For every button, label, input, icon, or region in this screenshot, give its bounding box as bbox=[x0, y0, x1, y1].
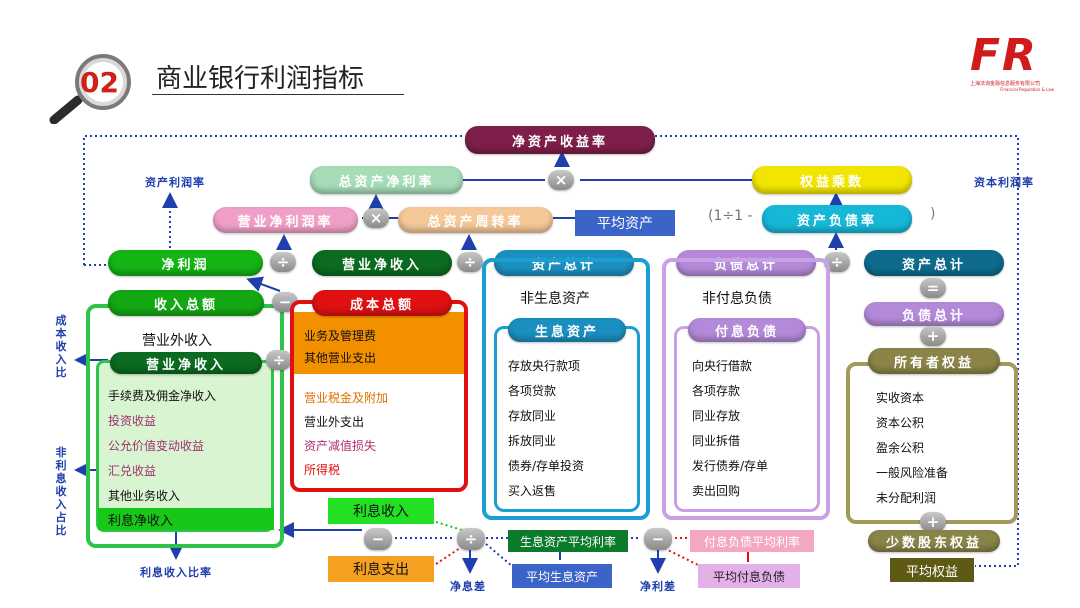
operating-net-income-node: 营业净收入 bbox=[312, 250, 452, 276]
total-income-node: 收入总额 bbox=[108, 290, 264, 316]
company-name-cn: 上海法询金融信息服务有限公司 bbox=[970, 81, 1041, 87]
roe-node: 净资产收益率 bbox=[465, 126, 655, 154]
liability-item: 各项存款 bbox=[692, 384, 741, 398]
income-item: 公允价值变动收益 bbox=[108, 439, 205, 453]
income-item: 汇兑收益 bbox=[108, 464, 157, 478]
cost-items-list: 营业税金及附加 营业外支出 资产减值损失 所得税 bbox=[304, 386, 388, 482]
equity-items-list: 实收资本 资本公积 盈余公积 一般风险准备 未分配利润 bbox=[876, 386, 948, 511]
cost-item: 资产减值损失 bbox=[304, 439, 377, 453]
income-items-list: 手续费及佣金净收入 投资收益 公允价值变动收益 汇兑收益 其他业务收入 bbox=[108, 384, 216, 509]
net-profit-node: 净利润 bbox=[108, 250, 263, 276]
liability-item: 同业存放 bbox=[692, 409, 741, 423]
times-operator: × bbox=[548, 170, 574, 190]
roa-node: 总资产净利率 bbox=[310, 166, 463, 194]
debt-ratio-node: 资产负债率 bbox=[762, 205, 912, 233]
cost-item: 其他营业支出 bbox=[304, 351, 377, 365]
liability-item: 发行债券/存单 bbox=[692, 459, 769, 473]
total-assets-right-node: 资产总计 bbox=[864, 250, 1004, 276]
company-logo: FR 上海法询金融信息服务有限公司 Financial Regulation &… bbox=[970, 32, 1060, 98]
asset-turnover-node: 总资产周转率 bbox=[398, 207, 553, 233]
asset-item: 买入返售 bbox=[508, 484, 557, 498]
non-earning-assets-text: 非生息资产 bbox=[520, 291, 590, 307]
equity-item: 未分配利润 bbox=[876, 491, 937, 505]
equity-item: 盈余公积 bbox=[876, 441, 925, 455]
equity-item: 资本公积 bbox=[876, 416, 925, 430]
non-interest-liabilities-text: 非付息负债 bbox=[702, 291, 772, 307]
cost-item: 营业税金及附加 bbox=[304, 391, 389, 405]
capital-profit-rate-label: 资本利润率 bbox=[974, 176, 1034, 189]
earning-yield-box: 生息资产平均利率 bbox=[508, 530, 628, 552]
avg-equity-box: 平均权益 bbox=[890, 558, 974, 582]
divide-operator: ÷ bbox=[270, 252, 296, 272]
net-interest-spread-label: 净息差 bbox=[450, 580, 486, 593]
cost-income-ratio-label: 成本收入比 bbox=[55, 314, 67, 379]
minus-operator: − bbox=[364, 528, 392, 550]
company-name-en: Financial Regulation & Law bbox=[1000, 87, 1054, 92]
minority-equity-node: 少数股东权益 bbox=[868, 530, 1000, 552]
interest-income-box: 利息收入 bbox=[328, 498, 434, 524]
interest-expense-box: 利息支出 bbox=[328, 556, 434, 582]
liability-cost-box: 付息负债平均利率 bbox=[690, 530, 814, 552]
income-item: 手续费及佣金净收入 bbox=[108, 389, 217, 403]
assets-items-list: 存放央行款项 各项贷款 存放同业 拆放同业 债券/存单投资 买入返售 bbox=[508, 354, 584, 504]
asset-profit-rate-label: 资产利润率 bbox=[145, 176, 205, 189]
title-underline bbox=[152, 94, 404, 95]
divide-operator: ÷ bbox=[266, 350, 292, 370]
total-cost-node: 成本总额 bbox=[312, 290, 452, 316]
plus-operator: + bbox=[920, 326, 946, 346]
close-paren-text: ) bbox=[930, 206, 936, 222]
net-spread-label: 净利差 bbox=[640, 580, 676, 593]
interest-income-ratio-label: 利息收入比率 bbox=[140, 566, 212, 579]
logo-text: FR bbox=[970, 30, 1038, 81]
liability-item: 向央行借款 bbox=[692, 359, 753, 373]
net-interest-income-bar bbox=[98, 508, 274, 530]
page-title: 商业银行利润指标 bbox=[156, 64, 365, 94]
equals-operator: = bbox=[920, 278, 946, 298]
plus-operator: + bbox=[920, 512, 946, 532]
asset-item: 存放同业 bbox=[508, 409, 557, 423]
total-assets-node: 资产总计 bbox=[494, 250, 634, 276]
nonint-income-ratio-label: 非利息收入占比 bbox=[55, 446, 67, 537]
one-div-text: (1÷1 - bbox=[708, 208, 753, 224]
section-number: 02 bbox=[80, 66, 119, 99]
asset-item: 各项贷款 bbox=[508, 384, 557, 398]
earning-assets-node: 生息资产 bbox=[508, 318, 626, 342]
operating-net-income-inner-node: 营业净收入 bbox=[110, 352, 262, 374]
assets-frame bbox=[482, 258, 650, 520]
avg-assets-box: 平均资产 bbox=[575, 210, 675, 236]
owners-equity-node: 所有者权益 bbox=[868, 348, 1000, 374]
total-liabilities-right-node: 负债总计 bbox=[864, 302, 1004, 326]
equity-multiplier-node: 权益乘数 bbox=[752, 166, 912, 194]
cost-highlight-panel bbox=[294, 312, 464, 374]
liability-item: 卖出回购 bbox=[692, 484, 741, 498]
asset-item: 债券/存单投资 bbox=[508, 459, 585, 473]
interest-liabilities-node: 付息负债 bbox=[688, 318, 806, 342]
equity-item: 实收资本 bbox=[876, 391, 925, 405]
equity-item: 一般风险准备 bbox=[876, 466, 949, 480]
income-item: 其他业务收入 bbox=[108, 489, 181, 503]
asset-item: 拆放同业 bbox=[508, 434, 557, 448]
net-profit-margin-node: 营业净利润率 bbox=[213, 207, 358, 233]
non-operating-income-text: 营业外收入 bbox=[142, 333, 212, 349]
avg-interest-liabilities-box: 平均付息负债 bbox=[698, 564, 800, 588]
minus-operator: − bbox=[644, 528, 672, 550]
cost-item: 所得税 bbox=[304, 463, 341, 477]
divide-operator: ÷ bbox=[457, 252, 483, 272]
cost-item: 营业外支出 bbox=[304, 415, 365, 429]
asset-item: 存放央行款项 bbox=[508, 359, 581, 373]
divide-operator: ÷ bbox=[824, 252, 850, 272]
liabilities-frame bbox=[662, 258, 830, 520]
cost-item: 业务及管理费 bbox=[304, 329, 377, 343]
avg-earning-assets-box: 平均生息资产 bbox=[512, 564, 612, 588]
cost-highlight-list: 业务及管理费 其他营业支出 bbox=[304, 325, 376, 369]
liability-item: 同业拆借 bbox=[692, 434, 741, 448]
income-item: 投资收益 bbox=[108, 414, 157, 428]
magnifier-icon bbox=[48, 54, 138, 125]
net-interest-income-text: 利息净收入 bbox=[108, 514, 174, 529]
times-operator: × bbox=[363, 208, 389, 228]
liabilities-items-list: 向央行借款 各项存款 同业存放 同业拆借 发行债券/存单 卖出回购 bbox=[692, 354, 768, 504]
divide-operator: ÷ bbox=[457, 528, 485, 550]
